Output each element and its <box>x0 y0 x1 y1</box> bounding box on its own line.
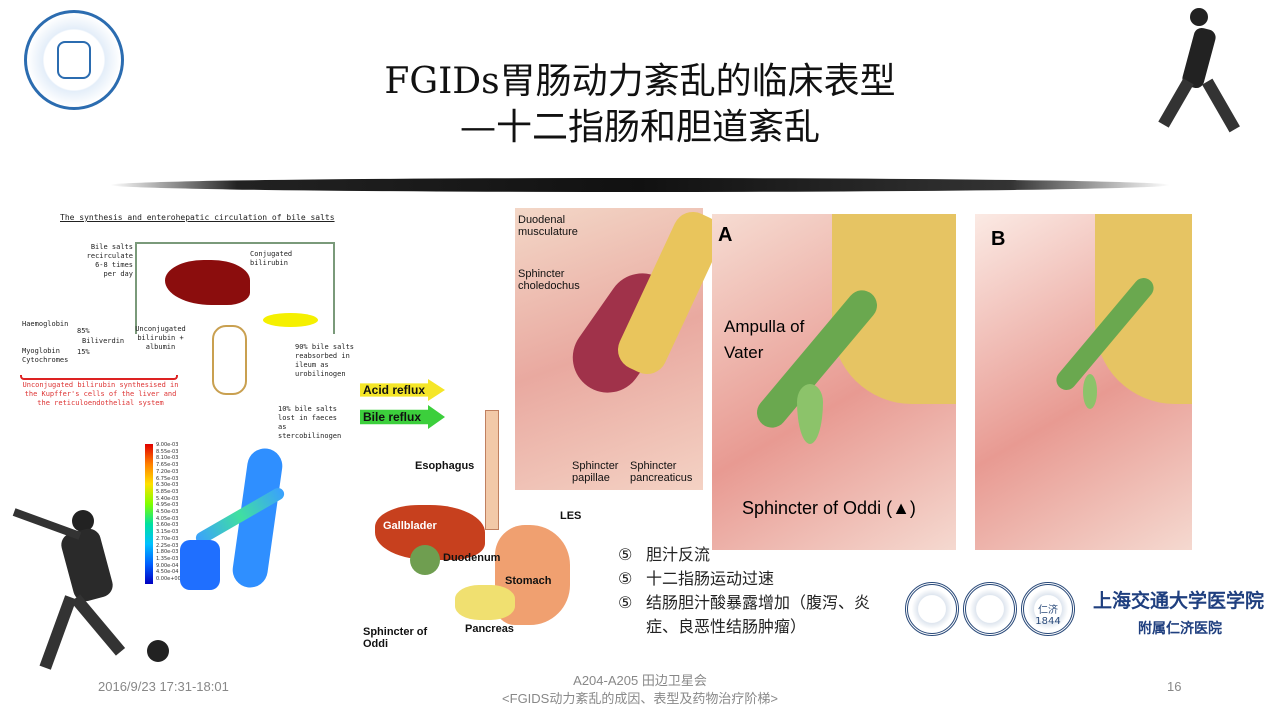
colorbar-tick: 3.15e-03 <box>156 529 179 536</box>
bullet-marker: ⑤ <box>618 593 633 612</box>
panel-b-label: B <box>991 228 1006 250</box>
bile-salt-diagram: The synthesis and enterohepatic circulat… <box>0 205 360 440</box>
ampulla-vater-label: Ampulla of Vater <box>724 317 805 362</box>
lost-label: 10% bile salts lost in faeces as stercob… <box>278 405 342 440</box>
colorbar-tick: 5.40e-03 <box>156 495 179 502</box>
acid-reflux-label: Acid reflux <box>363 383 426 397</box>
biliverdin-label: Biliverdin <box>82 337 125 345</box>
bullet-item: ⑤ 胆汁反流 <box>618 543 898 567</box>
forum-logo <box>24 10 124 110</box>
colorbar-tick: 3.60e-03 <box>156 522 179 529</box>
colorbar-tick: 9.00e-03 <box>156 442 179 448</box>
recirculate-label: Bile salts recirculate 6-8 times per day <box>86 243 133 278</box>
sphincter-papillae-label: Sphincter papillae <box>572 460 619 484</box>
institution-name: 上海交通大学医学院 <box>1093 590 1265 612</box>
colorbar-tick: 6.75e-03 <box>156 475 179 482</box>
bullet-text: 胆汁反流 <box>646 545 711 564</box>
colorbar-tick: 7.65e-03 <box>156 462 179 469</box>
page-number: 16 <box>1167 679 1182 694</box>
ink-brush-divider <box>110 178 1170 192</box>
colorbar-tick: 2.70e-03 <box>156 535 179 542</box>
bile-reflux-label: Bile reflux <box>363 410 422 424</box>
colorbar-tick: 6.30e-03 <box>156 482 179 489</box>
duodenal-musculature-label: Duodenal musculature <box>518 214 578 238</box>
reflux-diagram: Acid reflux Bile reflux Esophagus Gallbl… <box>355 375 605 655</box>
footer-session: A204-A205 田边卫星会 <box>573 673 707 688</box>
panel-a-illustration: A Ampulla of Vater Sphincter of Oddi (▲) <box>712 214 956 550</box>
colorbar-tick: 0.00e+00 <box>156 576 181 582</box>
colorbar <box>145 444 153 584</box>
sjtu-seal <box>905 582 959 636</box>
bullet-marker: ⑤ <box>618 569 633 588</box>
sphincter-oddi-caption: Sphincter of Oddi (▲) <box>742 498 916 518</box>
colorbar-tick: 5.85e-03 <box>156 488 179 495</box>
colorbar-tick: 8.55e-03 <box>156 448 179 455</box>
bullet-marker: ⑤ <box>618 545 633 564</box>
sphincter-oddi-label: Sphincter of Oddi <box>363 626 428 650</box>
slide-title-line2: —十二指肠和胆道紊乱 <box>459 107 820 148</box>
sphincter-choledochus-label: Sphincter choledochus <box>518 268 580 292</box>
liver-shape <box>165 260 250 305</box>
acid-reflux-arrow <box>360 379 445 401</box>
renji-seal: 仁济 1844 <box>1021 582 1075 636</box>
stomach-label: Stomach <box>505 575 552 587</box>
duodenum-label: Duodenum <box>443 552 501 564</box>
panel-b-illustration: B <box>975 214 1192 550</box>
soccer-player-silhouette <box>12 490 172 680</box>
footer-date: 2016/9/23 17:31-18:01 <box>98 679 229 694</box>
pancreas-label: Pancreas <box>465 623 514 635</box>
bullet-text: 结肠胆汁酸暴露增加（腹泻、炎症、良恶性结肠肿瘤） <box>646 593 871 636</box>
colorbar-tick: 4.50e-03 <box>156 509 179 515</box>
hospital-name: 附属仁济医院 <box>1138 621 1222 637</box>
esophagus-label: Esophagus <box>415 460 475 472</box>
reabsorbed-label: 90% bile salts reabsorbed in ileum as ur… <box>295 343 355 378</box>
sphincter-anatomy-illustration: Duodenal musculature Sphincter choledoch… <box>515 205 729 490</box>
pct-15: 15% <box>77 348 90 356</box>
renji-seal-text: 仁济 1844 <box>1035 605 1061 627</box>
conjugated-label: Conjugated bilirubin <box>250 250 293 267</box>
diagram-title: The synthesis and enterohepatic circulat… <box>60 213 335 222</box>
les-label: LES <box>560 510 582 522</box>
unconjugated-label: Unconjugated bilirubin + albumin <box>135 325 186 351</box>
colorbar-tick: 1.80e-03 <box>156 549 179 556</box>
panel-a-label: A <box>718 224 733 246</box>
slide-title-line1: FGIDs胃肠动力紊乱的临床表型 <box>384 61 896 102</box>
red-note: Unconjugated bilirubin synthesised in th… <box>22 381 179 407</box>
colorbar-tick: 8.10e-03 <box>156 455 179 462</box>
colorbar-tick: 1.35e-03 <box>156 555 179 562</box>
runner-silhouette <box>1150 8 1250 138</box>
bullet-item: ⑤ 十二指肠运动过速 <box>618 567 898 591</box>
bullet-item: ⑤ 结肠胆汁酸暴露增加（腹泻、炎症、良恶性结肠肿瘤） <box>618 591 898 639</box>
colorbar-tick: 7.20e-03 <box>156 468 179 475</box>
pct-85: 85% <box>77 327 90 335</box>
sphincter-pancreaticus-label: Sphincter pancreaticus <box>630 460 693 484</box>
colorbar-tick: 4.95e-03 <box>156 502 179 509</box>
bullet-text: 十二指肠运动过速 <box>646 569 775 588</box>
cytochromes-label: Cytochromes <box>22 356 69 364</box>
footer-topic: <FGIDS动力紊乱的成因、表型及药物治疗阶梯> <box>502 691 778 706</box>
medical-school-seal <box>963 582 1017 636</box>
gallbladder-label: Gallblader <box>383 520 437 532</box>
colorbar-tick: 4.05e-03 <box>156 515 179 522</box>
colorbar-tick: 4.50e-04 <box>156 569 179 576</box>
haemoglobin-label: Haemoglobin <box>22 320 69 328</box>
bullet-list: ⑤ 胆汁反流 ⑤ 十二指肠运动过速 ⑤ 结肠胆汁酸暴露增加（腹泻、炎症、良恶性结肠肿瘤… <box>618 543 898 639</box>
myoglobin-label: Myoglobin <box>22 347 60 355</box>
colorbar-tick: 2.25e-03 <box>156 542 179 549</box>
colorbar-tick: 9.00e-04 <box>156 562 179 569</box>
